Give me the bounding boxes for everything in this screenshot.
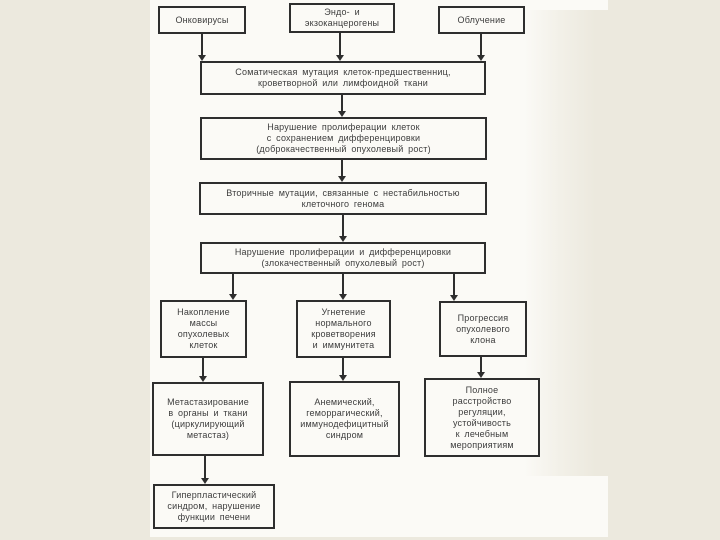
box-clone-progression: Прогрессия опухолевого клона xyxy=(439,301,527,357)
arrow-somatic-to-benign xyxy=(338,95,346,117)
arrow-irradiation-to-somatic xyxy=(477,34,485,61)
flowchart-scan: Онковирусы Эндо- и экзоканцерогены Облуч… xyxy=(150,0,608,537)
arrow-benign-to-secondary xyxy=(338,160,346,182)
box-metastasis: Метастазирование в органы и ткани (цирку… xyxy=(152,382,264,456)
arrow-malignant-to-accumulation xyxy=(229,274,237,300)
arrow-oncoviruses-to-somatic xyxy=(198,34,206,61)
box-oncoviruses: Онковирусы xyxy=(158,6,246,34)
arrow-metastasis-to-hyperplastic xyxy=(201,456,209,484)
box-endo-exo-carcinogens: Эндо- и экзоканцерогены xyxy=(289,3,395,33)
arrow-secondary-to-malignant xyxy=(339,215,347,242)
arrow-suppression-to-anemic xyxy=(339,358,347,381)
arrow-malignant-to-progression xyxy=(450,274,458,301)
box-somatic-mutation: Соматическая мутация клеток-предшественн… xyxy=(200,61,486,95)
box-secondary-mutations: Вторичные мутации, связанные с нестабиль… xyxy=(199,182,487,215)
arrow-accumulation-to-metastasis xyxy=(199,358,207,382)
box-hyperplastic-syndrome: Гиперпластический синдром, нарушение фун… xyxy=(153,484,275,529)
arrow-carcinogens-to-somatic xyxy=(336,33,344,61)
arrow-progression-to-disregulation xyxy=(477,357,485,378)
box-regulation-disorder: Полное расстройство регуляции, устойчиво… xyxy=(424,378,540,457)
box-hematopoiesis-suppression: Угнетение нормального кроветворения и им… xyxy=(296,300,391,358)
box-irradiation: Облучение xyxy=(438,6,525,34)
arrow-malignant-to-suppression xyxy=(339,274,347,300)
box-tumor-mass-accumulation: Накопление массы опухолевых клеток xyxy=(160,300,247,358)
box-malignant-growth: Нарушение пролиферации и дифференцировки… xyxy=(200,242,486,274)
box-benign-growth: Нарушение пролиферации клеток с сохранен… xyxy=(200,117,487,160)
box-anemic-syndrome: Анемический, геморрагический, иммунодефи… xyxy=(289,381,400,457)
